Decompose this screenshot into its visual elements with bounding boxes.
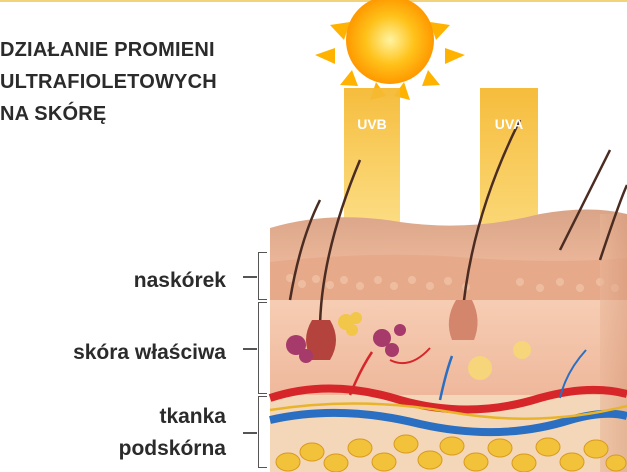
- epidermis-bracket: [258, 252, 267, 300]
- uva-label: UVA: [484, 116, 534, 132]
- uvb-label: UVB: [347, 116, 397, 132]
- sun-icon: [315, 0, 465, 100]
- hypodermis-label: tkanka podskórna: [40, 401, 226, 465]
- hypodermis-bracket: [258, 396, 267, 468]
- dermis-bracket: [258, 302, 267, 394]
- hypodermis-label-line-1: tkanka: [40, 401, 226, 433]
- hypodermis-label-line-2: podskórna: [40, 433, 226, 465]
- dermis-label: skóra właściwa: [0, 341, 226, 365]
- epidermis-label: naskórek: [40, 269, 226, 293]
